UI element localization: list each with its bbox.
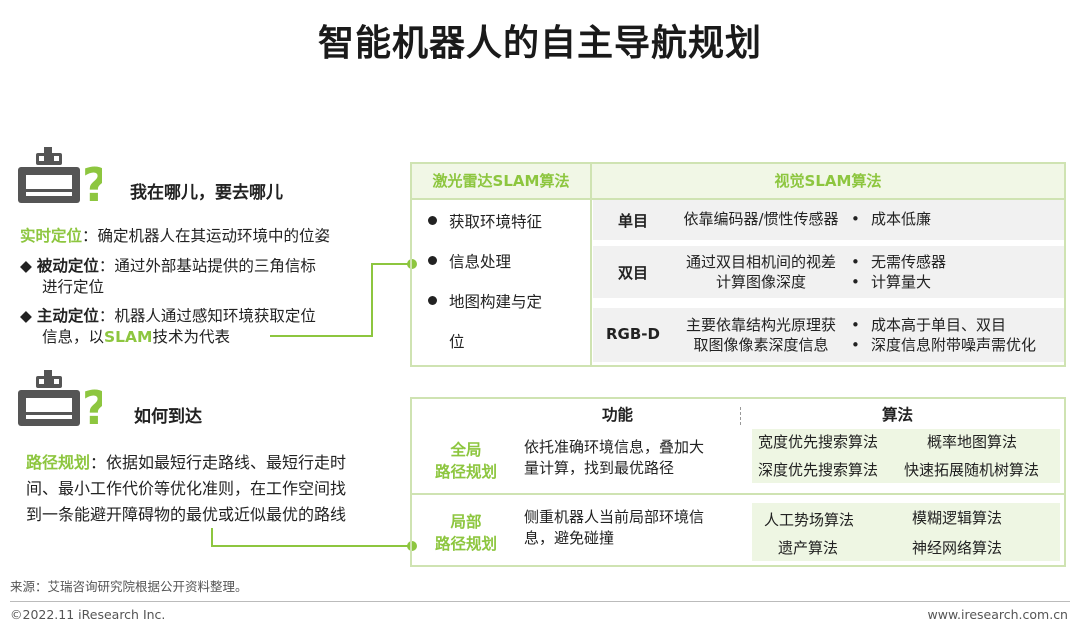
- global-planning-label: 全局路径规划: [434, 441, 497, 481]
- table-divider: [590, 164, 592, 365]
- algorithm-item: 神经网络算法: [912, 539, 1003, 557]
- algorithm-item: 概率地图算法: [927, 433, 1018, 451]
- laser-item-1: 获取环境特征: [428, 210, 542, 232]
- path-planning-line1: ：依据如最短行走路线、最短行走时: [90, 453, 347, 472]
- visual-row-pros: •成本高于单目、双目•深度信息附带噪声需优化: [851, 316, 1037, 354]
- visual-row-label: 单目: [617, 212, 648, 230]
- passive-positioning-line1: ：通过外部基站提供的三角信标: [98, 257, 316, 275]
- copyright: ©2022.11 iResearch Inc.: [10, 607, 166, 622]
- laser-item-2: 信息处理: [428, 250, 511, 272]
- realtime-positioning-definition: ：确定机器人在其运动环境中的位姿: [82, 227, 331, 245]
- website-url: www.iresearch.com.cn: [927, 607, 1069, 622]
- svg-text:?: ?: [82, 381, 102, 430]
- algorithm-item: 人工势场算法: [764, 511, 855, 529]
- visual-row-pros: •无需传感器•计算量大: [851, 253, 947, 291]
- laser-slam-header: 激光雷达SLAM算法: [412, 164, 590, 198]
- local-algorithms: 人工势场算法 模糊逻辑算法 遗产算法 神经网络算法: [752, 503, 1060, 561]
- visual-row-pros: •成本低廉: [851, 210, 932, 228]
- visual-row-label: RGB-D: [606, 325, 660, 343]
- path-planning-table: 功能 算法 全局路径规划 依托准确环境信息，叠加大量计算，找到最优路径 宽度优先…: [410, 397, 1066, 567]
- visual-row-rgbd: RGB-D 主要依靠结构光原理获取图像像素深度信息 •成本高于单目、双目•深度信…: [593, 308, 1064, 362]
- footer-divider: [10, 601, 1070, 602]
- path-planning-text: 路径规划：依据如最短行走路线、最短行走时 间、最小工作代价等优化准则，在工作空间…: [26, 450, 406, 528]
- robot-question-icon: ?: [18, 147, 102, 207]
- slam-algorithm-table: 激光雷达SLAM算法 视觉SLAM算法 获取环境特征 信息处理 地图构建与定 位…: [410, 162, 1066, 367]
- laser-item-3: 地图构建与定: [428, 290, 542, 312]
- visual-row-desc: 依靠编码器/惯性传感器: [683, 210, 839, 228]
- header-divider: [412, 198, 1064, 200]
- algorithm-item: 宽度优先搜索算法: [758, 433, 879, 451]
- realtime-positioning-term: 实时定位: [20, 227, 83, 245]
- visual-row-label: 双目: [617, 264, 648, 282]
- path-planning-line3: 到一条能避开障碍物的最优或近似最优的路线: [26, 505, 347, 524]
- active-positioning-line1: ：机器人通过感知环境获取定位: [98, 307, 316, 325]
- visual-slam-header: 视觉SLAM算法: [592, 164, 1064, 198]
- slam-term: SLAM: [104, 328, 153, 346]
- question-heading-2: 如何到达: [134, 407, 202, 427]
- active-positioning-item: ◆ 主动定位：机器人通过感知环境获取定位 信息，以SLAM技术为代表: [20, 307, 316, 346]
- passive-positioning-item: ◆ 被动定位：通过外部基站提供的三角信标 进行定位: [20, 256, 390, 298]
- active-positioning-line2a: 信息，以: [42, 328, 105, 346]
- robot-question-icon: ?: [18, 370, 102, 430]
- visual-row-desc: 通过双目相机间的视差计算图像深度: [685, 253, 836, 291]
- global-planning-desc: 依托准确环境信息，叠加大量计算，找到最优路径: [524, 438, 705, 477]
- algorithm-header: 算法: [882, 406, 914, 424]
- path-planning-line2: 间、最小工作代价等优化准则，在工作空间找: [26, 479, 347, 498]
- algorithm-item: 深度优先搜索算法: [758, 461, 879, 479]
- visual-row-stereo: 双目 通过双目相机间的视差计算图像深度 •无需传感器•计算量大: [593, 246, 1064, 298]
- source-note: 来源：艾瑞咨询研究院根据公开资料整理。: [10, 579, 248, 594]
- question-heading-1: 我在哪儿，要去哪儿: [130, 183, 283, 203]
- passive-positioning-line2: 进行定位: [42, 278, 105, 296]
- active-positioning-title: 主动定位: [36, 307, 99, 325]
- local-planning-label: 局部路径规划: [434, 513, 497, 553]
- page-title: 智能机器人的自主导航规划: [317, 23, 762, 64]
- algorithm-item: 遗产算法: [778, 539, 839, 557]
- header-separator: [740, 407, 741, 425]
- passive-positioning-title: 被动定位: [36, 257, 99, 275]
- algorithm-item: 快速拓展随机树算法: [904, 461, 1040, 479]
- local-planning-desc: 侧重机器人当前局部环境信息，避免碰撞: [524, 508, 705, 547]
- realtime-positioning-text: 实时定位：确定机器人在其运动环境中的位姿: [20, 226, 400, 247]
- row-divider: [412, 493, 1064, 495]
- path-planning-term: 路径规划: [26, 453, 91, 472]
- visual-row-mono: 单目 依靠编码器/惯性传感器 •成本低廉: [593, 200, 1064, 240]
- global-algorithms: 宽度优先搜索算法 概率地图算法 深度优先搜索算法 快速拓展随机树算法: [752, 429, 1060, 483]
- svg-text:?: ?: [82, 158, 102, 207]
- visual-row-desc: 主要依靠结构光原理获取图像像素深度信息: [685, 316, 836, 354]
- active-positioning-line2b: 技术为代表: [152, 328, 230, 346]
- algorithm-item: 模糊逻辑算法: [912, 509, 1003, 527]
- function-header: 功能: [602, 406, 634, 424]
- laser-item-3-cont: 位: [449, 333, 465, 351]
